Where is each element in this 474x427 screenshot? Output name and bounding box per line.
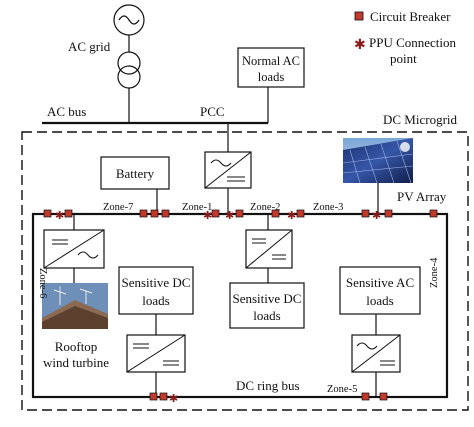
circuit-breaker-icon [211, 209, 220, 218]
legend-breaker-icon [354, 11, 364, 21]
sensitive-dc-loads-left-label-2: loads [142, 293, 169, 308]
ac-grid-label: AC grid [68, 39, 111, 54]
circuit-breaker-icon [139, 209, 148, 218]
ppu-connection-points: ✱ ✱ ✱ ✱ ✱ ✱ [55, 209, 381, 405]
circuit-breaker-icon [235, 209, 244, 218]
circuit-breaker-icon [384, 209, 393, 218]
battery-label: Battery [116, 166, 155, 181]
circuit-breaker-icon [361, 209, 370, 218]
ppu-connection-icon: ✱ [169, 392, 178, 405]
zone-2-label: Zone-2 [250, 202, 280, 213]
circuit-breaker-icon [150, 209, 159, 218]
transformer-icon [117, 51, 141, 75]
zone-6-label: Zone-6 [37, 268, 48, 298]
legend: Circuit Breaker ✱ PPU Connection point [354, 9, 457, 66]
sensitive-ac-loads-box [339, 266, 421, 315]
dc-microgrid-boundary [21, 131, 469, 411]
sensitive-dc-loads-mid-box [229, 282, 305, 329]
pv-array-label: PV Array [397, 189, 447, 204]
dc-ring-bus-label: DC ring bus [236, 378, 300, 393]
sensitive-dc-loads-left-label-1: Sensitive DC [122, 275, 191, 290]
ppu-connection-icon: ✱ [225, 209, 234, 222]
circuit-breaker-icon [379, 392, 388, 401]
circuit-breaker-icon [429, 209, 438, 218]
wind-turbine-label-1: Rooftop [55, 339, 98, 354]
ac-bus-label: AC bus [47, 104, 86, 119]
circuit-breaker-icon [271, 209, 280, 218]
battery-box [100, 156, 170, 190]
pcc-label: PCC [200, 104, 225, 119]
sensitive-dc-loads-mid-label-2: loads [253, 308, 280, 323]
ppu-connection-icon: ✱ [287, 209, 296, 222]
zone-5-label: Zone-5 [327, 384, 357, 395]
legend-breaker-label: Circuit Breaker [370, 9, 451, 24]
sensitive-dc-loads-left-box [118, 266, 194, 315]
circuit-breaker-icon [149, 392, 158, 401]
ac-grid: AC grid [68, 4, 145, 123]
sensitive-ac-loads-label-1: Sensitive AC [346, 275, 414, 290]
circuit-breaker-icon [161, 209, 170, 218]
circuit-breaker-icon [159, 392, 168, 401]
sensitive-ac-loads-label-2: loads [366, 293, 393, 308]
circuit-breaker-icon [296, 209, 305, 218]
legend-ppu-label-2: point [390, 51, 417, 66]
pv-array-image [342, 138, 414, 184]
rooftop-wind-turbine-image [42, 283, 108, 329]
normal-ac-loads-label-1: Normal AC [242, 54, 300, 68]
dc-microgrid-label: DC Microgrid [383, 112, 458, 127]
zone-1-label: Zone-1 [182, 202, 212, 213]
zone-3-label: Zone-3 [313, 202, 343, 213]
ppu-connection-icon: ✱ [372, 209, 381, 222]
normal-ac-loads-box [237, 47, 305, 88]
circuit-breaker-icon [361, 392, 370, 401]
sensitive-dc-loads-mid-label-1: Sensitive DC [233, 291, 302, 306]
circuit-breakers [43, 209, 438, 401]
legend-ppu-icon: ✱ [354, 37, 366, 53]
ppu-connection-icon: ✱ [55, 209, 64, 222]
circuit-breaker-icon [64, 209, 73, 218]
wind-turbine-label-2: wind turbine [43, 355, 109, 370]
zone-labels: Zone-7 Zone-1 Zone-2 Zone-3 Zone-5 Zone-… [37, 202, 440, 395]
zone-4-label: Zone-4 [429, 257, 440, 288]
normal-ac-loads-label-2: loads [258, 70, 285, 84]
circuit-breaker-icon [43, 209, 52, 218]
legend-ppu-label-1: PPU Connection [369, 35, 457, 50]
zone-7-label: Zone-7 [103, 202, 133, 213]
ppu-connection-icon: ✱ [203, 209, 212, 222]
